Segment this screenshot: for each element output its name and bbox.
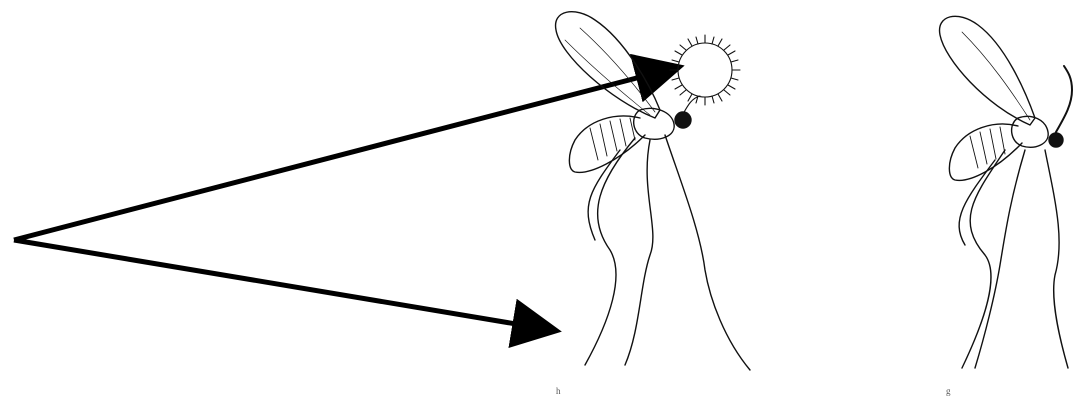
plumose-antenna xyxy=(670,35,740,114)
insect-with-plumose-antenna xyxy=(556,12,750,370)
arrow-to-legs xyxy=(14,240,552,330)
head xyxy=(1049,133,1063,147)
wing-vein xyxy=(962,32,1030,120)
leg-hind xyxy=(585,138,635,365)
panel-left-caption: h xyxy=(556,386,561,396)
leg-hind xyxy=(962,150,1005,368)
arrow-to-antenna xyxy=(14,68,675,240)
leg-middle xyxy=(625,140,653,365)
leg-middle xyxy=(975,150,1025,368)
simple-antenna xyxy=(1056,66,1072,132)
thorax xyxy=(1012,116,1049,147)
thorax xyxy=(634,108,674,139)
wing xyxy=(556,12,660,118)
arrows xyxy=(14,68,675,330)
panel-right-caption: g xyxy=(946,386,951,396)
leg-front xyxy=(665,135,750,370)
leg-front xyxy=(1045,150,1068,368)
wing xyxy=(940,16,1035,125)
insect-with-simple-antenna xyxy=(940,16,1072,368)
